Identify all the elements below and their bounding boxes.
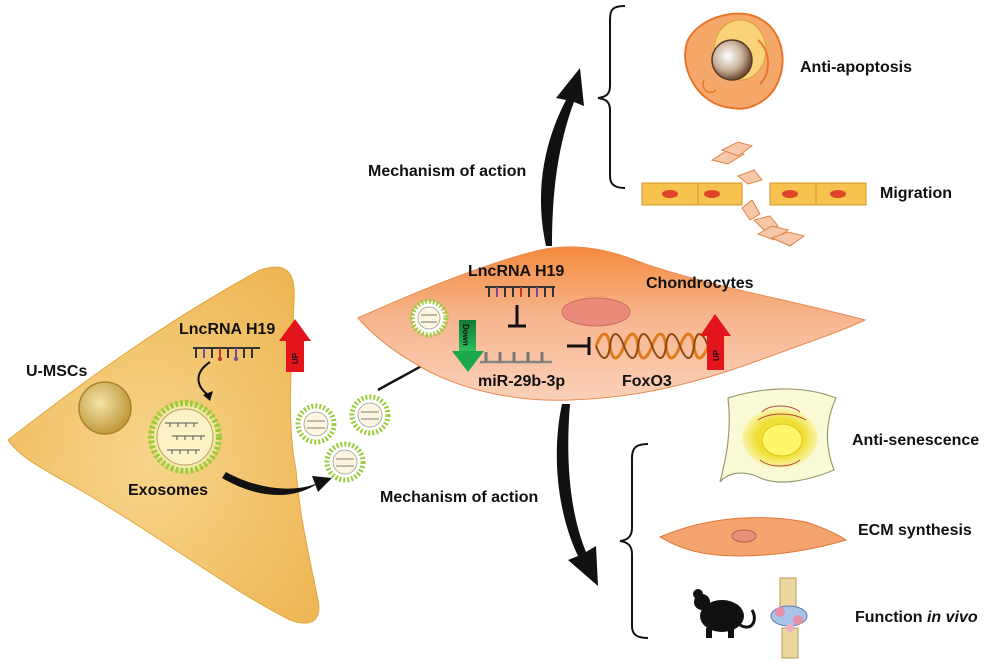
label-mechanism-bottom: Mechanism of action xyxy=(380,489,538,506)
label-u-mscs: U-MSCs xyxy=(26,363,87,380)
mouse-icon xyxy=(693,589,756,638)
lncrna-h19-strand-left xyxy=(193,347,260,361)
chondrocyte-nucleus xyxy=(561,297,631,327)
label-anti-apoptosis: Anti-apoptosis xyxy=(800,59,912,76)
mechanism-arrow-top xyxy=(540,68,584,246)
label-chondrocytes: Chondrocytes xyxy=(646,275,754,292)
label-function-in-vivo: Function in vivo xyxy=(855,609,978,626)
ecm-cell-icon xyxy=(658,517,848,557)
mechanism-arrow-bottom xyxy=(556,404,598,586)
label-function-italic: in vivo xyxy=(927,609,978,626)
up-badge-right: UP xyxy=(712,349,721,361)
lncrna-h19-strand-center xyxy=(485,286,555,297)
released-exosome-3 xyxy=(324,441,366,483)
inhibition-symbol-mir xyxy=(567,337,591,355)
up-arrow-left: UP xyxy=(279,319,311,372)
curved-arrow-h19-to-exosome xyxy=(197,361,211,396)
msc-nucleus xyxy=(78,381,132,435)
label-function-prefix: Function xyxy=(855,609,927,626)
label-exosomes: Exosomes xyxy=(128,482,208,499)
down-badge: Down xyxy=(461,324,470,346)
label-anti-senescence: Anti-senescence xyxy=(852,432,979,449)
senescent-cell-icon xyxy=(719,388,837,483)
swoosh-arrow-release xyxy=(222,472,320,496)
inhibition-symbol-h19 xyxy=(508,305,526,328)
foxo3-helix xyxy=(594,332,710,360)
bracket-top xyxy=(597,5,626,189)
label-mechanism-top: Mechanism of action xyxy=(368,163,526,180)
released-exosome-2 xyxy=(349,394,391,436)
bracket-bottom xyxy=(619,443,649,639)
released-exosome-1 xyxy=(295,403,337,445)
label-lncrna-h19-center: LncRNA H19 xyxy=(468,263,564,280)
down-arrow: Down xyxy=(452,320,484,372)
mir-29b-3p-strand xyxy=(480,352,552,364)
up-badge-left: UP xyxy=(291,352,300,364)
exosome-inside-chondrocyte xyxy=(409,298,449,338)
label-mir-29b-3p: miR-29b-3p xyxy=(478,373,565,390)
label-lncrna-h19-left: LncRNA H19 xyxy=(179,321,275,338)
exosome-inside-msc xyxy=(148,400,222,474)
up-arrow-right: UP xyxy=(700,314,731,370)
knee-joint-icon xyxy=(770,577,808,659)
apoptotic-cell-icon xyxy=(684,12,784,110)
label-migration: Migration xyxy=(880,185,952,202)
label-ecm-synthesis: ECM synthesis xyxy=(858,522,972,539)
migration-cells-icon xyxy=(641,141,867,247)
label-foxo3: FoxO3 xyxy=(622,373,672,390)
